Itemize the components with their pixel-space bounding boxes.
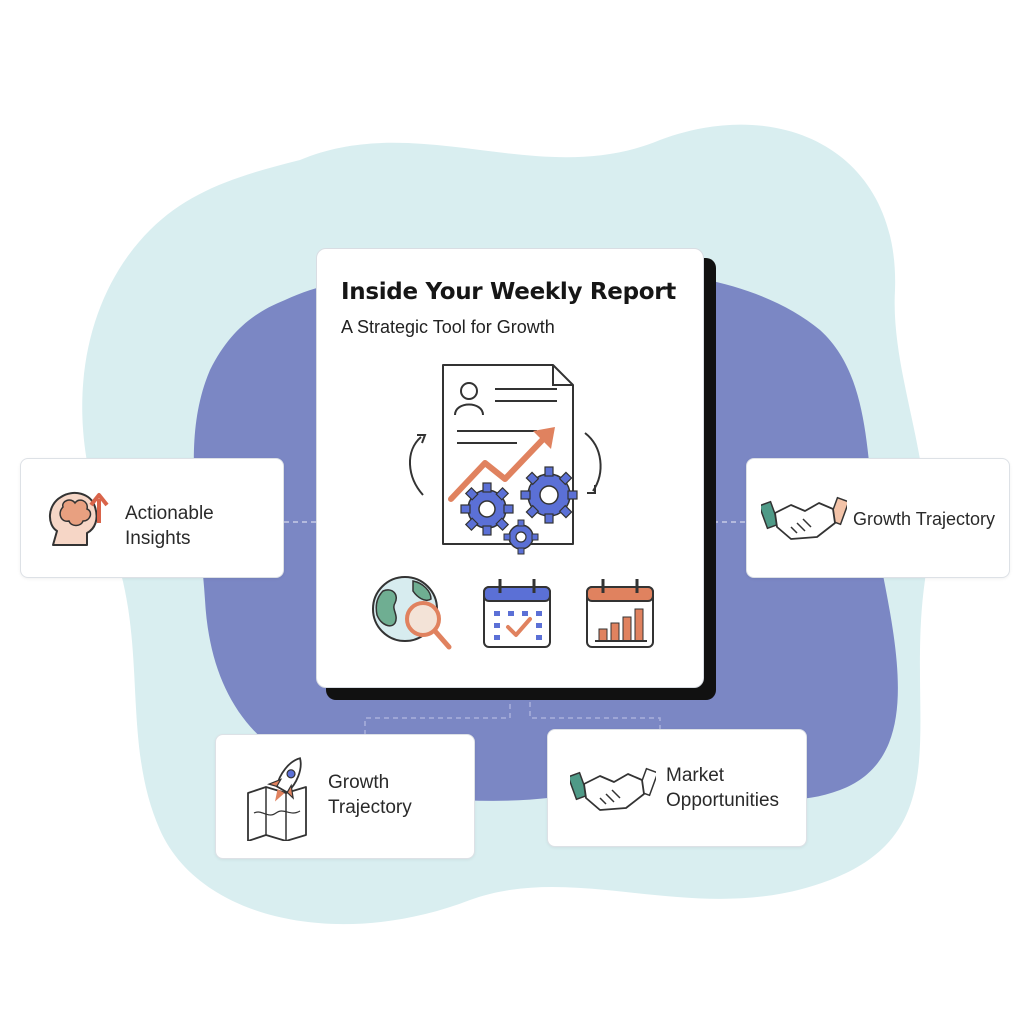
cycle-arrow-right-icon <box>584 432 602 492</box>
handshake-icon <box>570 767 656 811</box>
feature-label-line1: Actionable <box>125 503 214 524</box>
feature-label-line2: Insights <box>125 528 191 549</box>
feature-label-line1: Growth <box>328 772 390 793</box>
calendar-check-icon <box>483 579 551 648</box>
report-icon-row <box>317 569 705 659</box>
report-card: Inside Your Weekly Report A Strategic To… <box>316 248 704 688</box>
report-document-illustration <box>408 364 602 555</box>
handshake-icon <box>761 496 847 540</box>
feature-card-market-opportunities: Market Opportunities <box>547 729 807 847</box>
feature-card-growth-trajectory-right: Growth Trajectory <box>746 458 1010 578</box>
connector-bottom-right <box>529 700 661 730</box>
connector-bottom-left <box>364 700 511 735</box>
brain-arrow-icon <box>49 491 109 546</box>
report-subtitle: A Strategic Tool for Growth <box>341 317 555 337</box>
rocket-map-icon <box>247 757 307 841</box>
feature-label-line2: Opportunities <box>666 790 780 811</box>
feature-label-line2: Trajectory <box>328 797 412 818</box>
growth-arrow-icon <box>448 427 555 502</box>
calendar-chart-icon <box>586 579 654 648</box>
feature-card-growth-trajectory: Growth Trajectory <box>215 734 475 859</box>
cycle-arrow-left-icon <box>408 436 424 496</box>
feature-label-line1: Market <box>666 765 725 786</box>
globe-search-icon <box>372 576 452 650</box>
report-title: Inside Your Weekly Report <box>341 279 676 305</box>
feature-card-actionable-insights: Actionable Insights <box>20 458 284 578</box>
gears-icon <box>460 466 578 555</box>
feature-label: Growth Trajectory <box>853 509 996 529</box>
